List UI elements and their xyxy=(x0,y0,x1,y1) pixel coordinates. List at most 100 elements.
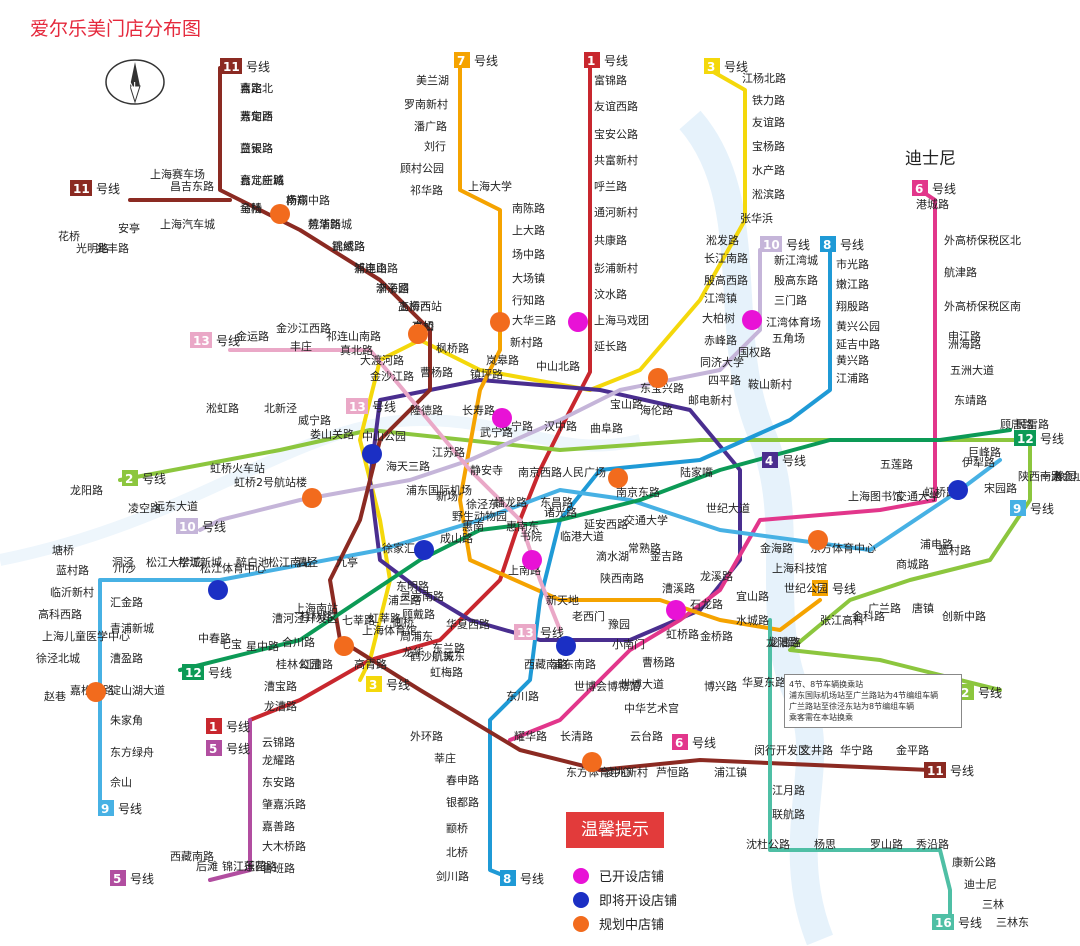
station-label: 华夏西路 xyxy=(446,617,490,631)
station-label: 民雷路 xyxy=(1016,418,1049,431)
station-label: 塘桥 xyxy=(52,543,74,557)
station-label: 桂林公园 xyxy=(276,657,320,671)
station-label: 金吉路 xyxy=(650,549,683,563)
station-label: 顾村公园 xyxy=(400,161,444,175)
legend-dot-open xyxy=(573,867,589,884)
station-label: 芦恒路 xyxy=(656,766,689,779)
station-label: 浦电路 xyxy=(354,262,387,275)
station-label: 迪士尼 xyxy=(964,878,997,891)
line-9-badge xyxy=(1010,500,1026,516)
station-label: 东安路 xyxy=(262,775,295,789)
line-1-badge-label: 号线 xyxy=(226,720,250,734)
station-label: 五角场 xyxy=(772,331,805,345)
station-label: 蟠龙路 xyxy=(494,496,527,509)
station-label: 同济大学 xyxy=(700,355,744,369)
station-label: 江月路 xyxy=(772,784,805,797)
line-6-badge-number: 6 xyxy=(675,736,683,750)
line-6-badge-number: 6 xyxy=(915,182,923,196)
line-2-badge xyxy=(122,470,138,486)
station-label: 西藏南路 xyxy=(524,658,568,671)
station-label: 五洲大道 xyxy=(950,363,994,377)
station-label: 九亭 xyxy=(336,555,358,569)
station-label: 石龙路 xyxy=(690,598,723,611)
line-8-badge xyxy=(820,236,836,252)
line-13-badge-number: 13 xyxy=(349,400,366,414)
line-13-badge-number: 13 xyxy=(517,626,534,640)
station-label: 沈杜公路 xyxy=(746,837,790,851)
station-label: 漕盈路 xyxy=(110,651,143,665)
line-5-badge xyxy=(110,870,126,886)
station-label: 远东大道 xyxy=(154,499,198,513)
store-marker xyxy=(648,368,668,388)
station-label: 野生动物园 xyxy=(452,509,507,523)
station-label: 西藏南路 xyxy=(170,850,214,863)
line-13-badge xyxy=(346,398,368,414)
station-label: 曲阜路 xyxy=(590,422,623,435)
station-label: 市光路 xyxy=(836,257,869,271)
station-label: 蓝村路 xyxy=(56,563,89,577)
station-label: 东靖路 xyxy=(954,394,987,407)
station-label: 金海路 xyxy=(760,541,793,555)
station-label: 徐泾北城 xyxy=(36,651,80,665)
store-marker xyxy=(208,580,228,600)
legend-dot-planned xyxy=(573,915,589,932)
line-12-badge-number: 12 xyxy=(1017,432,1034,446)
line-3-route xyxy=(358,68,747,682)
station-label: 凌空路 xyxy=(128,501,161,515)
station-label: 邮电新村 xyxy=(688,393,732,407)
station-label: 花桥 xyxy=(58,230,80,243)
station-label: 锦江乐园 xyxy=(222,859,266,873)
station-label: 龙华 xyxy=(402,645,424,659)
line-2-badge-number: 2 xyxy=(125,472,133,486)
station-label: 黄兴公园 xyxy=(836,319,880,333)
station-label: 三门路 xyxy=(774,293,807,307)
station-label: 高桥西 xyxy=(398,299,431,313)
station-label: 娄山关路 xyxy=(310,427,354,441)
station-label: 华宁路 xyxy=(840,743,873,757)
station-label: 成山路 xyxy=(440,532,473,545)
line-3-badge-number: 3 xyxy=(369,678,377,692)
station-label: 七宝 xyxy=(220,637,242,651)
line-6-badge xyxy=(912,180,928,196)
station-label: 陕西南路 xyxy=(1018,469,1062,483)
station-label: 世纪大道 xyxy=(706,501,750,515)
station-label: 滴水湖 xyxy=(596,549,629,563)
line-16-badge xyxy=(932,914,954,930)
station-label: 嘉定北 xyxy=(240,81,273,95)
legend-row-planned: 规划中店铺 xyxy=(573,914,664,933)
line-12-badge-label: 号线 xyxy=(1040,432,1064,446)
station-label: 共康路 xyxy=(594,233,627,247)
legend-heading: 温馨提示 xyxy=(566,812,664,848)
station-label: 罗南新村 xyxy=(404,97,448,111)
compass-icon: N xyxy=(105,59,165,105)
station-label: 龙漕路 xyxy=(768,635,801,649)
line-7-badge-label: 号线 xyxy=(474,54,498,68)
legend-dot-coming xyxy=(573,891,589,908)
station-label: 大华三路 xyxy=(512,313,556,327)
station-label: 浦东南路 xyxy=(552,658,596,671)
line-5-route xyxy=(208,718,252,882)
station-label: 李子园 xyxy=(376,281,409,295)
station-label: 安亭 xyxy=(118,221,140,235)
line-9-badge xyxy=(98,800,114,816)
station-label: 中山公园 xyxy=(362,430,406,443)
line-1-badge xyxy=(206,718,222,734)
station-label: 嫩江路 xyxy=(836,277,869,291)
station-label: 江湾体育场 xyxy=(766,315,821,329)
station-label: 临沂新村 xyxy=(50,585,94,599)
station-label: 延安西路 xyxy=(584,517,628,531)
station-label: 航头东 xyxy=(432,649,465,663)
station-label: 漕宝路 xyxy=(264,679,297,693)
station-label: 伊犁路 xyxy=(962,455,995,469)
station-label: 豫园 xyxy=(1054,470,1076,483)
station-label: 台儿庄路 xyxy=(240,173,284,187)
line-6-badge xyxy=(672,734,688,750)
line-13-badge-label: 号线 xyxy=(540,626,564,640)
station-label: 老西门 xyxy=(572,609,605,623)
station-label: 美兰湖 xyxy=(416,74,449,87)
station-label: 联航路 xyxy=(772,807,805,821)
station-label: 殷高东路 xyxy=(774,273,818,287)
station-label: 国权路 xyxy=(738,346,771,359)
store-marker xyxy=(556,636,576,656)
line-8-badge-label: 号线 xyxy=(520,872,544,886)
